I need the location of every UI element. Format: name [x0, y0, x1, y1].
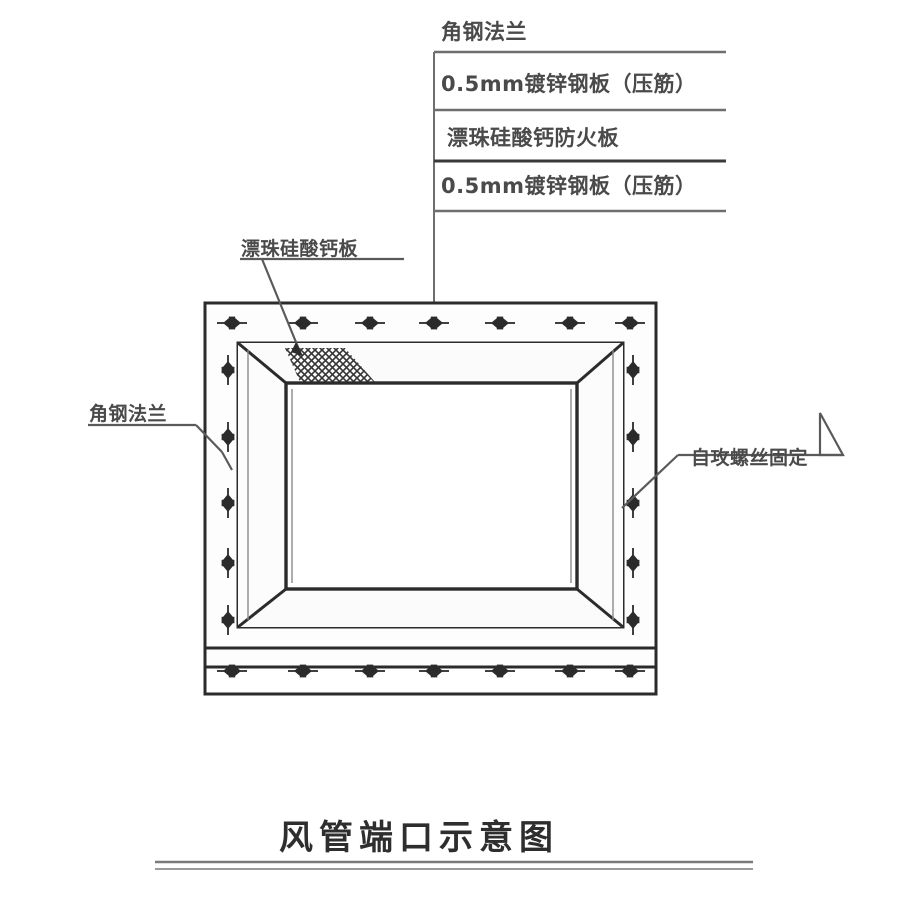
callout-layer-outer-steel: 0.5mm镀锌钢板（压筋）: [441, 72, 697, 96]
leader-flange-left: [88, 423, 233, 471]
callout-flange-top: 角钢法兰: [441, 20, 527, 44]
calcium-silicate-hatch: [285, 348, 375, 382]
leader-screw-right: [621, 412, 845, 509]
duct-body: [237, 341, 624, 629]
annotation-board-label: 漂珠硅酸钙板: [241, 238, 359, 260]
leader-board-label: [240, 257, 404, 356]
title-underline: [155, 860, 753, 870]
flange-bottom-band: [203, 646, 658, 696]
diagram-title: 风管端口示意图: [279, 818, 559, 858]
annotation-screw-right: 自攻螺丝固定: [691, 447, 809, 469]
callout-layer-inner-steel: 0.5mm镀锌钢板（压筋）: [441, 174, 697, 198]
annotation-flange-left: 角钢法兰: [89, 403, 168, 425]
callout-layer-fireboard: 漂珠硅酸钙防火板: [447, 126, 619, 150]
